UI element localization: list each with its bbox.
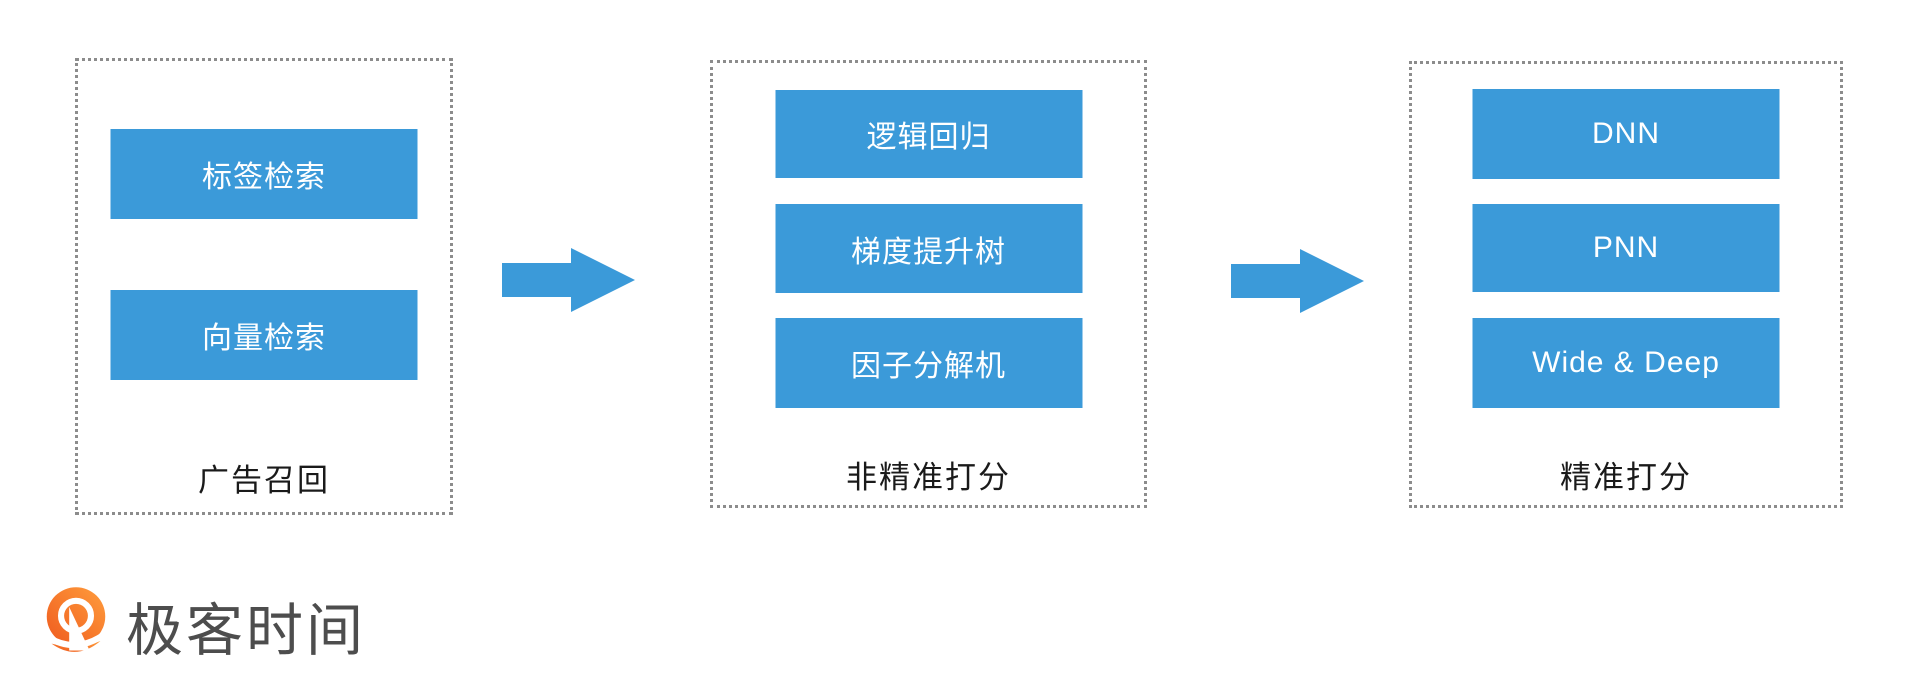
node-dnn: DNN — [1472, 89, 1780, 179]
node-label: Wide & Deep — [1532, 346, 1720, 379]
geektime-logo-text: 极客时间 — [126, 599, 366, 663]
node-label: 标签检索 — [202, 161, 326, 194]
node-label: 因子分解机 — [851, 350, 1006, 383]
flow-arrow-icon — [1231, 249, 1364, 313]
node-label: PNN — [1592, 231, 1660, 264]
node-pnn: PNN — [1472, 204, 1780, 292]
node-label: 逻辑回归 — [866, 121, 991, 154]
flow-arrow-icon — [502, 248, 635, 312]
node-tag-retrieval: 标签检索 — [110, 129, 418, 219]
node-label: 向量检索 — [202, 322, 326, 355]
geektime-pin-q-icon — [45, 587, 107, 652]
group-coarse-scoring: 逻辑回归 梯度提升树 因子分解机 非精准打分 — [710, 60, 1147, 508]
node-gradient-boosted-tree: 梯度提升树 — [775, 204, 1082, 293]
group-ad-recall: 标签检索 向量检索 广告召回 — [75, 58, 453, 515]
group-label-precise-scoring: 精准打分 — [1560, 460, 1692, 495]
geektime-logo: 极客时间 — [42, 584, 366, 668]
node-vector-retrieval: 向量检索 — [110, 290, 418, 380]
node-label: 梯度提升树 — [851, 235, 1006, 269]
node-label: DNN — [1592, 117, 1660, 150]
group-label-ad-recall: 广告召回 — [198, 463, 330, 498]
node-logistic-regression: 逻辑回归 — [775, 90, 1082, 178]
group-precise-scoring: DNN PNN Wide & Deep 精准打分 — [1409, 61, 1843, 508]
group-label-coarse-scoring: 非精准打分 — [846, 460, 1011, 495]
node-wide-and-deep: Wide & Deep — [1472, 318, 1780, 408]
node-factorization-machine: 因子分解机 — [775, 318, 1082, 408]
